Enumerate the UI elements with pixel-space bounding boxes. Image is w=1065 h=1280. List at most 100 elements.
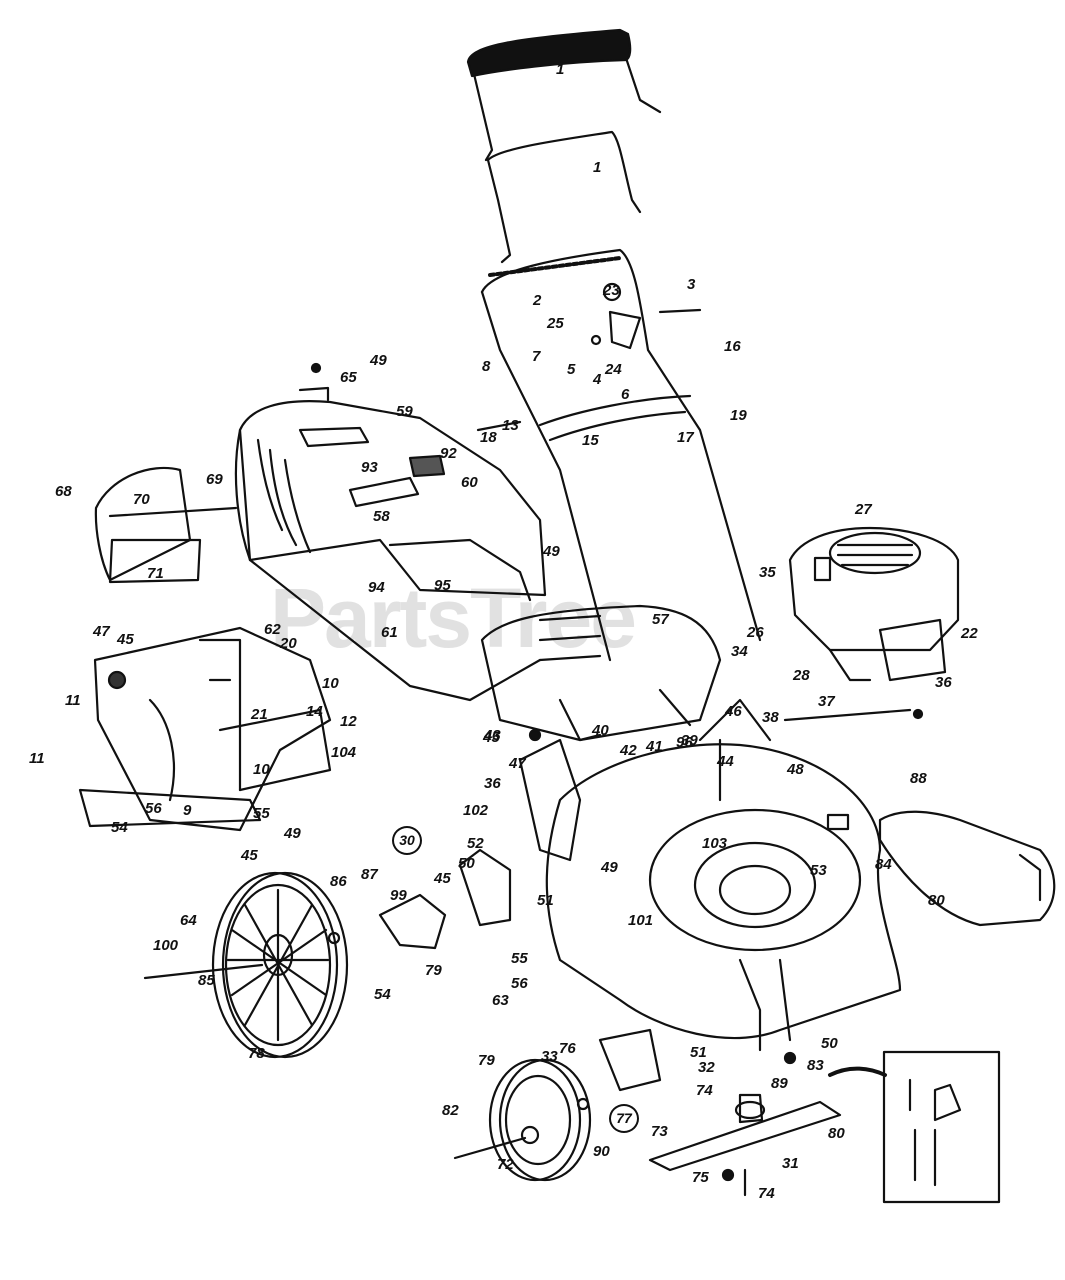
part-label: 86 — [330, 873, 347, 890]
part-label: 95 — [434, 577, 451, 594]
part-label: 16 — [724, 338, 741, 355]
part-label: 85 — [198, 972, 215, 989]
part-label: 23 — [603, 282, 620, 299]
part-label: 62 — [264, 621, 281, 638]
cutting-blade — [648, 1093, 842, 1197]
part-label: 20 — [280, 635, 297, 652]
part-label: 41 — [646, 738, 663, 755]
part-label: 87 — [361, 866, 378, 883]
part-label: 74 — [758, 1185, 775, 1202]
throttle-control — [590, 282, 642, 350]
part-label: 79 — [478, 1052, 495, 1069]
fasteners — [310, 308, 924, 1182]
part-label: 32 — [698, 1059, 715, 1076]
part-label: 9 — [183, 802, 192, 819]
grass-catcher-bag — [234, 386, 547, 702]
part-label: 25 — [547, 315, 564, 332]
part-label: 7 — [532, 348, 541, 365]
part-label: 58 — [373, 508, 390, 525]
part-label: 37 — [818, 693, 835, 710]
part-label: 79 — [425, 962, 442, 979]
part-label: 90 — [593, 1143, 610, 1160]
part-label: 5 — [567, 361, 576, 378]
part-label: 74 — [696, 1082, 713, 1099]
part-label: 45 — [117, 631, 134, 648]
mower-deck — [545, 698, 902, 1052]
part-label: 47 — [93, 623, 110, 640]
part-label: 64 — [180, 912, 197, 929]
front-wheel — [453, 1058, 592, 1182]
part-label: 61 — [381, 624, 398, 641]
rear-wheel — [143, 871, 349, 1059]
part-label: 26 — [747, 624, 764, 641]
part-label: 50 — [821, 1035, 838, 1052]
part-label: 54 — [374, 986, 391, 1003]
part-label: 36 — [484, 775, 501, 792]
part-label: 27 — [855, 501, 872, 518]
part-label: 68 — [55, 483, 72, 500]
upper-handle-grip — [466, 28, 662, 162]
height-adjuster-bracket — [378, 738, 662, 1092]
part-label: 2 — [533, 292, 542, 309]
part-label: 18 — [480, 429, 497, 446]
part-label: 10 — [322, 675, 339, 692]
adapter-inset-box — [828, 1050, 1001, 1204]
part-label: 75 — [692, 1169, 709, 1186]
part-label: 43 — [484, 727, 501, 744]
part-label: 45 — [483, 729, 500, 746]
part-label: 40 — [592, 722, 609, 739]
handle-frame — [480, 248, 762, 662]
part-label: 96 — [676, 734, 693, 751]
part-label: 42 — [620, 742, 637, 759]
part-label: 51 — [690, 1044, 707, 1061]
part-label: 99 — [390, 887, 407, 904]
circled-part-label: 30 — [392, 826, 422, 855]
part-label: 17 — [677, 429, 694, 446]
rear-deflector — [94, 466, 238, 584]
part-label: 80 — [928, 892, 945, 909]
part-label: 28 — [793, 667, 810, 684]
rear-trail-shield — [480, 604, 722, 742]
part-label: 15 — [582, 432, 599, 449]
part-label: 36 — [935, 674, 952, 691]
part-label: 71 — [147, 565, 164, 582]
part-label: 53 — [810, 862, 827, 879]
part-label: 51 — [537, 892, 554, 909]
part-label: 1 — [593, 159, 602, 176]
part-label: 33 — [541, 1048, 558, 1065]
part-label: 72 — [497, 1156, 514, 1173]
part-label: 89 — [771, 1075, 788, 1092]
part-label: 6 — [621, 386, 630, 403]
part-label: 84 — [875, 856, 892, 873]
part-label: 94 — [368, 579, 385, 596]
part-label: 57 — [652, 611, 669, 628]
part-label: 45 — [241, 847, 258, 864]
part-label: 82 — [442, 1102, 459, 1119]
part-label: 12 — [340, 713, 357, 730]
part-label: 55 — [253, 805, 270, 822]
part-label: 103 — [702, 835, 728, 852]
part-label: 60 — [461, 474, 478, 491]
part-label: 21 — [251, 706, 268, 723]
part-label: 92 — [440, 445, 457, 462]
part-label: 46 — [725, 703, 742, 720]
part-label: 104 — [331, 744, 357, 761]
part-label: 80 — [828, 1125, 845, 1142]
part-label: 39 — [681, 732, 698, 749]
mulch-plug — [826, 810, 1056, 927]
part-label: 35 — [759, 564, 776, 581]
part-label: 63 — [492, 992, 509, 1009]
part-label: 3 — [687, 276, 696, 293]
part-label: 11 — [29, 750, 45, 767]
circled-part-label: 77 — [609, 1104, 639, 1133]
part-label: 101 — [628, 912, 654, 929]
part-label: 19 — [730, 407, 747, 424]
part-label: 1 — [556, 61, 565, 78]
discharge-chute — [78, 626, 332, 832]
part-label: 34 — [731, 643, 748, 660]
part-label: 59 — [396, 403, 413, 420]
part-label: 76 — [559, 1040, 576, 1057]
part-label: 83 — [807, 1057, 824, 1074]
